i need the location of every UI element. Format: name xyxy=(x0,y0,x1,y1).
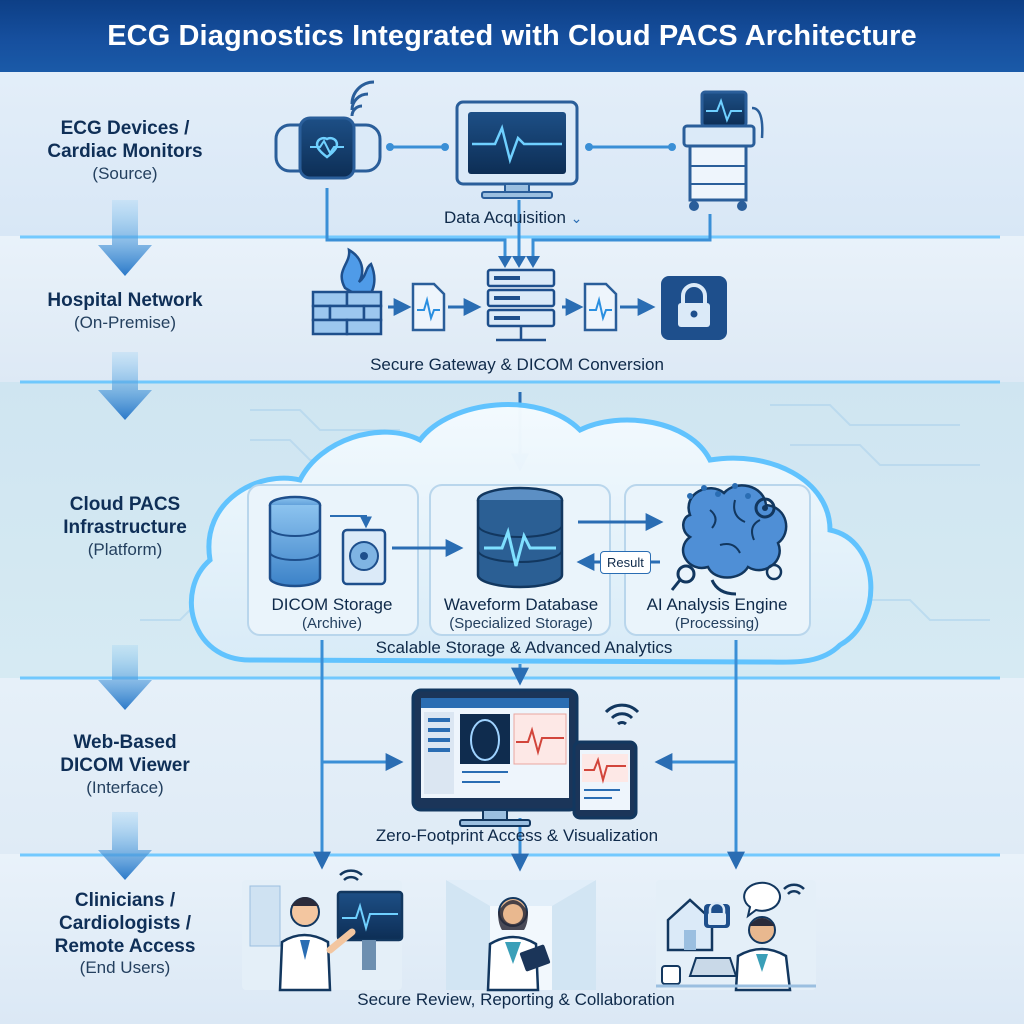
title-bar: ECG Diagnostics Integrated with Cloud PA… xyxy=(0,0,1024,72)
device-connectors xyxy=(325,145,712,262)
component-dicom-storage: DICOM Storage (Archive) xyxy=(271,595,393,633)
waveform-database-icon xyxy=(476,486,564,589)
cloud-to-viewer-lines xyxy=(313,640,745,872)
wearable-monitor-icon xyxy=(274,80,382,180)
ecg-file-icon-right xyxy=(583,282,618,332)
dicom-storage-icon xyxy=(268,495,387,588)
tablet-icon xyxy=(572,740,638,820)
ecg-file-icon-left xyxy=(411,282,446,332)
component-ai-engine: AI Analysis Engine (Processing) xyxy=(646,595,788,633)
lock-icon xyxy=(661,276,727,340)
tier-label-cloud: Cloud PACS Infrastructure (Platform) xyxy=(63,494,187,559)
caption-viewer: Zero-Footprint Access & Visualization xyxy=(375,826,659,845)
clinician-workstation-illustration xyxy=(242,869,404,992)
data-acquisition-arrowheads xyxy=(498,256,540,268)
firewall-icon xyxy=(311,247,383,336)
ecg-cart-icon xyxy=(682,90,764,211)
desktop-monitor-icon xyxy=(455,100,579,199)
tier-label-source: ECG Devices / Cardiac Monitors (Source) xyxy=(47,118,203,183)
page-title: ECG Diagnostics Integrated with Cloud PA… xyxy=(107,19,917,52)
remote-clinician-illustration xyxy=(656,880,816,992)
component-waveform-database: Waveform Database (Specialized Storage) xyxy=(443,595,599,633)
wifi-icon-viewer xyxy=(604,703,640,726)
chevron-down-icon: ⌄ xyxy=(570,210,583,226)
circuit-decoration xyxy=(140,404,990,621)
tier-label-network: Hospital Network (On-Premise) xyxy=(47,290,203,332)
tier-label-viewer: Web-Based DICOM Viewer (Interface) xyxy=(60,732,190,797)
tier-flow-arrows xyxy=(98,200,152,880)
caption-gateway: Secure Gateway & DICOM Conversion xyxy=(370,355,664,374)
device-connector-dots xyxy=(386,143,676,151)
mobile-clinician-illustration xyxy=(446,880,596,992)
caption-data-acquisition: Data Acquisition ⌄ xyxy=(444,208,583,227)
result-tag: Result xyxy=(600,551,651,574)
separator-lines xyxy=(20,235,1000,857)
gateway-server-icon xyxy=(486,268,556,342)
tier-label-users: Clinicians / Cardiologists / Remote Acce… xyxy=(54,890,196,978)
ai-brain-icon xyxy=(670,483,788,596)
dicom-viewer-monitor-icon xyxy=(411,688,579,827)
caption-users: Secure Review, Reporting & Collaboration xyxy=(357,990,675,1009)
caption-cloud: Scalable Storage & Advanced Analytics xyxy=(375,638,673,657)
